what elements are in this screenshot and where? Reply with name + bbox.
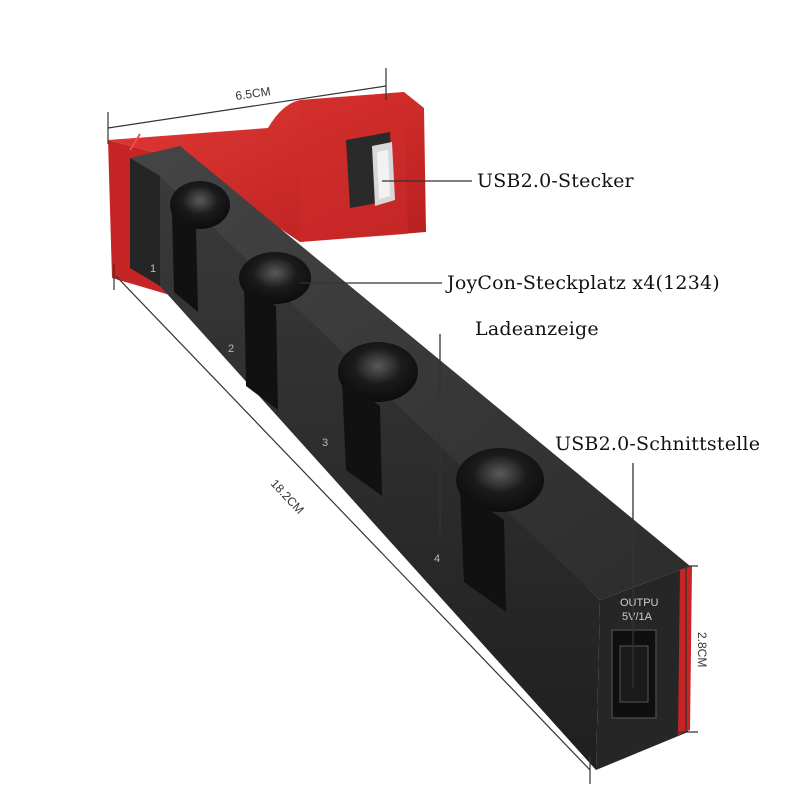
slot-3 xyxy=(338,342,418,496)
slot-4 xyxy=(456,448,544,612)
slot-number-4: 4 xyxy=(434,553,440,565)
callout-charge-indicator: Ladeanzeige xyxy=(475,318,599,340)
dock-body xyxy=(130,146,692,770)
callout-joycon-slots: JoyCon-Steckplatz x4(1234) xyxy=(447,272,720,294)
callout-usb-plug: USB2.0-Stecker xyxy=(477,170,634,192)
dimension-width: 6.5CM xyxy=(234,84,271,103)
slot-2 xyxy=(239,252,311,410)
dimension-height: 2.8CM xyxy=(695,632,709,667)
usb-output-port xyxy=(611,629,657,719)
joycon-slots xyxy=(170,181,544,612)
usb-plug xyxy=(346,132,395,208)
dimension-length: 18.2CM xyxy=(268,476,307,516)
callout-usb-port: USB2.0-Schnittstelle xyxy=(555,433,761,455)
port-label-line2: 5V/1A xyxy=(622,611,653,623)
slot-number-1: 1 xyxy=(150,263,156,275)
slot-number-2: 2 xyxy=(228,343,234,355)
slot-number-3: 3 xyxy=(322,437,328,449)
dimension-lines xyxy=(107,68,698,784)
callout-lines xyxy=(300,180,634,688)
slot-1 xyxy=(170,181,230,312)
port-label-line1: OUTPU xyxy=(620,597,659,609)
